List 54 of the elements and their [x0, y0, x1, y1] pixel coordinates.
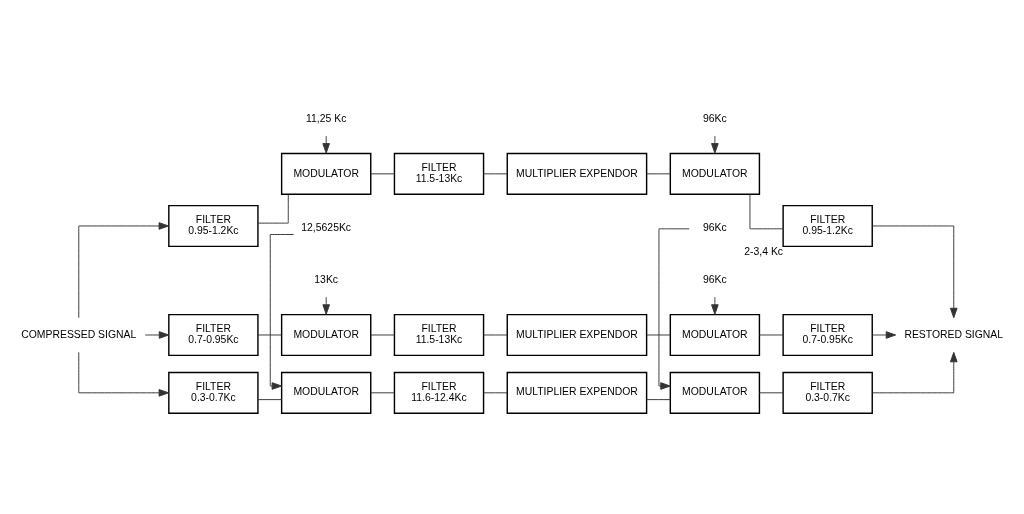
node-box: FILTER 11.5-13Kc	[393, 313, 485, 356]
arrow	[872, 225, 958, 318]
node-box: MULTIPLIER EXPENDOR	[506, 371, 648, 414]
connector	[257, 398, 283, 400]
node-text: 96Kc	[703, 221, 727, 233]
node-text: 13Kc	[314, 273, 339, 285]
node-box: MULTIPLIER EXPENDOR	[506, 313, 648, 356]
node-text: RESTORED SIGNAL	[904, 328, 1004, 340]
node-box: FILTER 0.3-0.7Kc	[782, 371, 873, 414]
node-box: FILTER 0.7-0.95Kc	[168, 313, 259, 356]
arrow	[872, 351, 958, 393]
node-box: MULTIPLIER EXPENDOR	[506, 152, 648, 195]
arrow	[872, 330, 897, 339]
connector	[483, 172, 508, 174]
connector	[370, 334, 395, 335]
node-box: MODULATOR	[669, 371, 761, 414]
connector	[758, 334, 784, 335]
node-text: 11,25 Kc	[306, 112, 347, 124]
connector	[483, 391, 508, 393]
connector	[483, 334, 508, 335]
node-label: 2-3,4 Kc	[744, 245, 784, 257]
connector	[758, 391, 784, 393]
connector	[749, 193, 784, 229]
node-box: MODULATOR	[669, 313, 761, 356]
node-text: COMPRESSED SIGNAL	[21, 328, 137, 340]
arrow	[711, 134, 719, 154]
node-text: 96Kc	[703, 273, 727, 285]
arrow	[144, 330, 170, 339]
node-box: FILTER 0.95-1.2Kc	[782, 204, 873, 247]
node-text: 12,5625Kc	[301, 221, 352, 233]
connector	[646, 398, 671, 400]
node-box: MODULATOR	[669, 152, 761, 195]
arrow	[658, 227, 690, 390]
connector	[646, 172, 671, 174]
node-box: FILTER 11.5-13Kc	[393, 152, 485, 195]
node-box: FILTER 0.3-0.7Kc	[168, 371, 259, 414]
node-text: 96Kc	[703, 112, 727, 124]
arrow	[322, 296, 330, 315]
connector	[370, 172, 395, 174]
node-box: FILTER 11.6-12.4Kc	[393, 371, 485, 414]
node-box: MODULATOR	[280, 313, 372, 356]
connector	[257, 193, 289, 224]
node-box: FILTER 0.95-1.2Kc	[168, 204, 259, 247]
node-box: MODULATOR	[280, 371, 372, 414]
connector	[370, 391, 395, 393]
connector	[646, 334, 671, 335]
arrow	[269, 233, 295, 390]
node-box: MODULATOR	[280, 152, 372, 195]
arrow	[78, 221, 170, 318]
arrow	[711, 296, 719, 315]
arrow	[78, 351, 170, 397]
connector	[257, 334, 283, 335]
node-box: FILTER 0.7-0.95Kc	[782, 313, 873, 356]
arrow	[322, 134, 330, 154]
